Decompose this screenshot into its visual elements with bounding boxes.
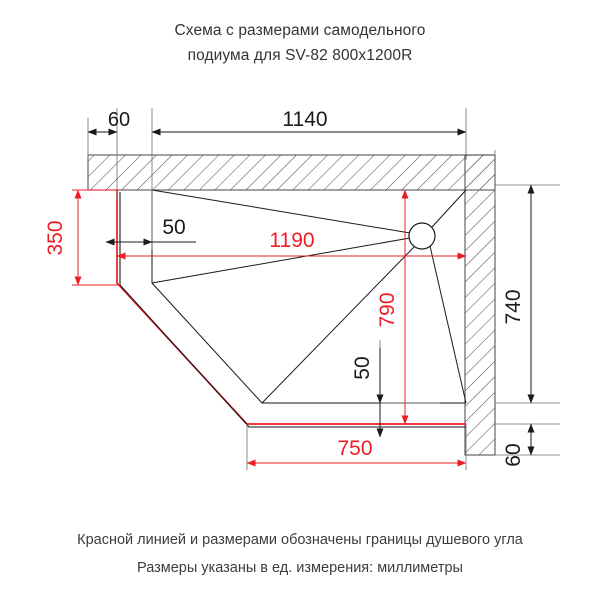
footer-note: Красной линией и размерами обозначены гр…: [0, 526, 600, 582]
dimension-inner-790: 790: [376, 189, 409, 425]
dim-label-bottom-750: 750: [337, 437, 372, 460]
title-line-1: Схема с размерами самодельного: [174, 22, 426, 39]
wall-top: [87, 154, 496, 191]
page-title: Схема с размерами самодельного подиума д…: [0, 18, 600, 68]
dim-label-inner-50v: 50: [351, 356, 374, 379]
dimension-left-350: 350: [44, 189, 120, 286]
wall-right: [464, 154, 496, 456]
footer-line-2: Размеры указаны в ед. измерения: миллиме…: [137, 560, 463, 576]
dim-label-right-740: 740: [502, 289, 525, 324]
dimension-inner-50v: 50: [351, 348, 384, 438]
dimension-inner-50h: 50: [105, 216, 196, 246]
footer-line-1: Красной линией и размерами обозначены гр…: [77, 532, 523, 548]
dim-label-top-60: 60: [108, 109, 130, 131]
dim-label-right-60: 60: [502, 443, 525, 466]
dimension-bottom-750: 750: [246, 437, 467, 467]
dim-label-inner-1190: 1190: [269, 229, 314, 252]
dimension-right-60: 60: [502, 423, 535, 467]
title-line-2: подиума для SV-82 800x1200R: [187, 47, 413, 64]
dim-label-top-1140: 1140: [282, 108, 327, 131]
dim-label-left-350: 350: [44, 220, 67, 255]
dimension-top: 60 1140: [87, 108, 467, 136]
dim-label-inner-50: 50: [162, 216, 185, 239]
drain-circle: [408, 222, 436, 250]
slope-fold-lines: [151, 189, 467, 404]
dimension-right-740: 740: [502, 184, 535, 404]
dim-label-inner-790: 790: [376, 292, 399, 327]
